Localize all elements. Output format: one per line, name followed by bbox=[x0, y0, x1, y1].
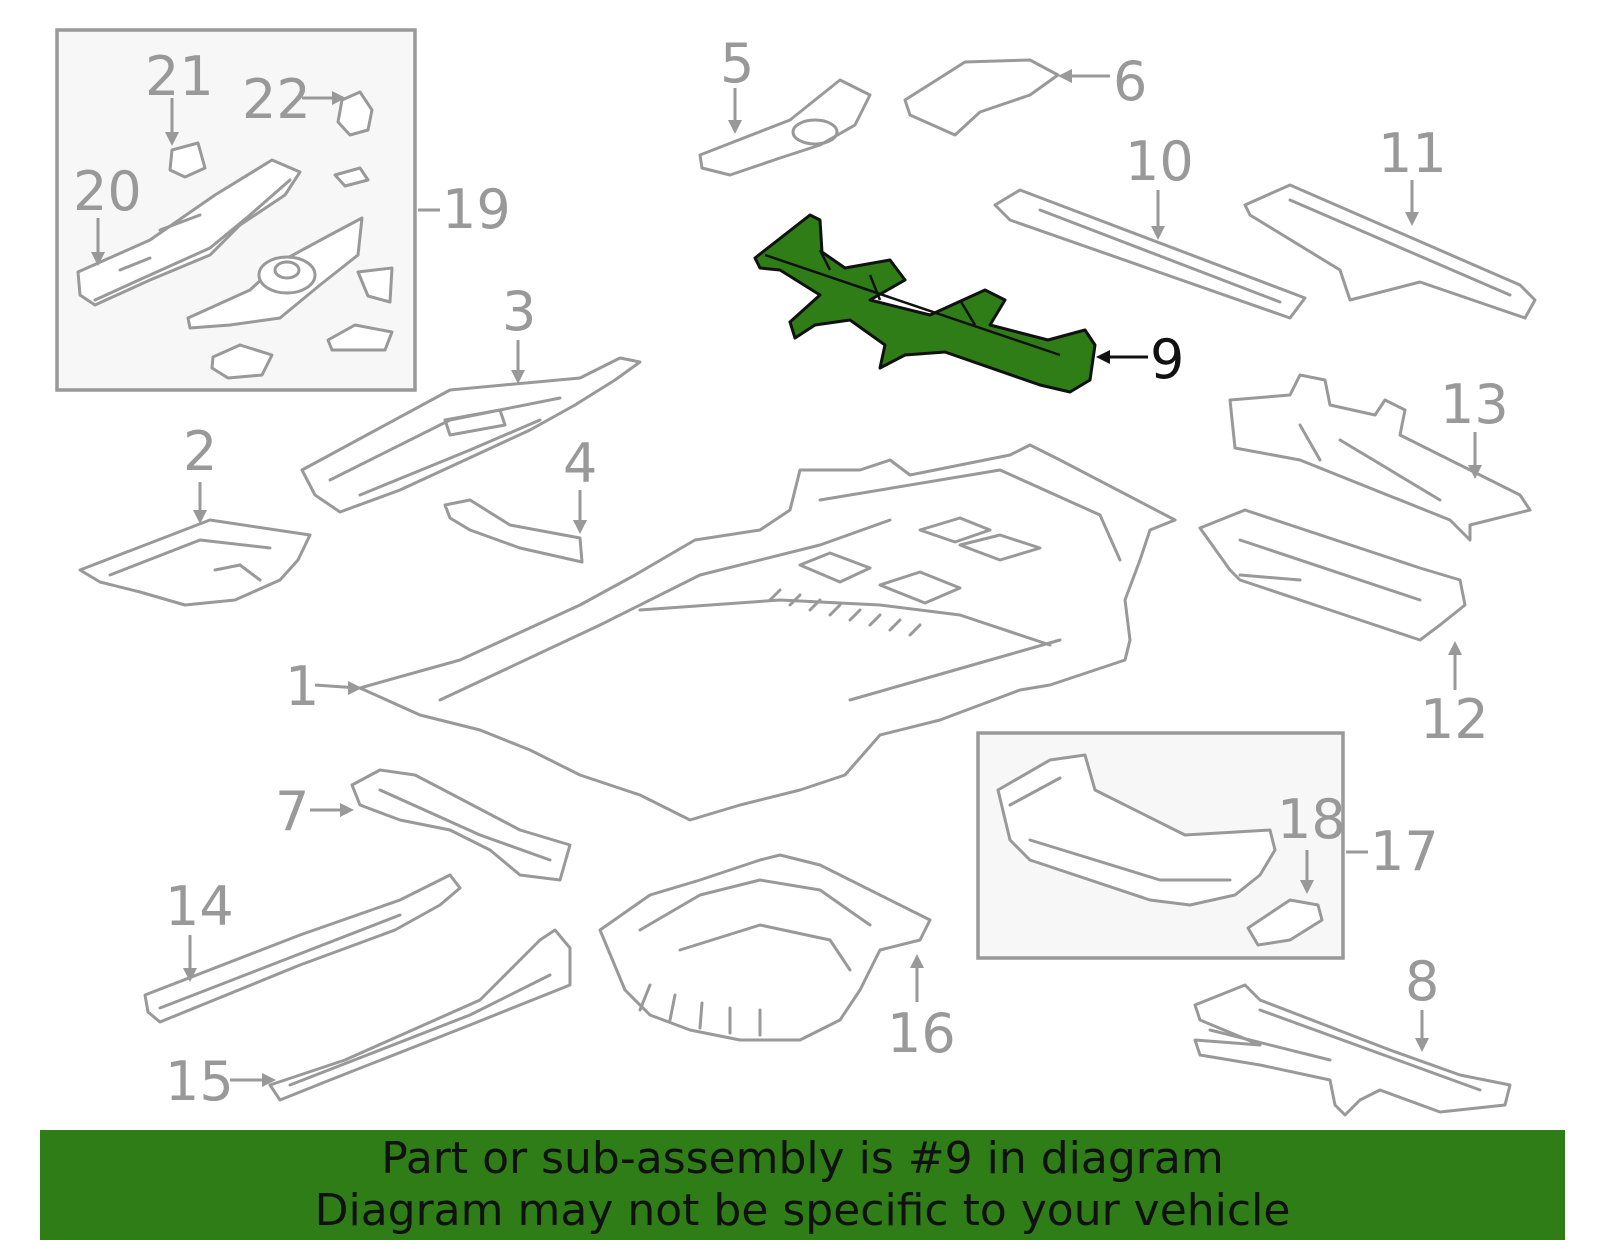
part-1[interactable] bbox=[358, 443, 1177, 822]
part-11[interactable] bbox=[1243, 183, 1537, 320]
part-16[interactable] bbox=[598, 853, 932, 1042]
callout-21: 21 bbox=[145, 45, 214, 108]
leader-arrowhead-9 bbox=[1096, 350, 1110, 364]
part-7[interactable] bbox=[350, 768, 572, 882]
callout-11: 11 bbox=[1378, 122, 1447, 185]
part-18[interactable] bbox=[1246, 898, 1324, 947]
leader-arrowheads bbox=[91, 69, 1482, 1087]
part-6[interactable] bbox=[903, 58, 1060, 137]
part-4[interactable] bbox=[443, 498, 584, 564]
part-19-gusset bbox=[356, 266, 394, 304]
part-19-strut-tower bbox=[186, 216, 364, 330]
callout-6: 6 bbox=[1113, 50, 1147, 113]
part-20[interactable] bbox=[76, 158, 302, 307]
part-12[interactable] bbox=[1198, 508, 1467, 642]
callout-22: 22 bbox=[242, 68, 311, 131]
callout-7: 7 bbox=[275, 780, 309, 843]
callout-17: 17 bbox=[1370, 820, 1439, 883]
callout-20: 20 bbox=[73, 160, 142, 223]
part-15[interactable] bbox=[268, 928, 572, 1102]
callout-15: 15 bbox=[165, 1050, 234, 1113]
part-info-banner: Part or sub-assembly is #9 in diagram Di… bbox=[40, 1130, 1565, 1240]
part-5[interactable] bbox=[698, 78, 872, 177]
callout-8: 8 bbox=[1405, 950, 1439, 1013]
callout-18: 18 bbox=[1277, 788, 1346, 851]
callout-19: 19 bbox=[442, 178, 511, 241]
part-13[interactable] bbox=[1228, 373, 1532, 542]
part-9-highlighted[interactable] bbox=[753, 213, 1097, 394]
part-21[interactable] bbox=[168, 141, 207, 179]
callout-10: 10 bbox=[1125, 130, 1194, 193]
part-22[interactable] bbox=[336, 90, 374, 137]
banner-line-1: Part or sub-assembly is #9 in diagram bbox=[381, 1133, 1224, 1184]
part-10[interactable] bbox=[993, 188, 1307, 320]
callout-12: 12 bbox=[1420, 688, 1489, 751]
part-3[interactable] bbox=[300, 356, 642, 514]
callout-2: 2 bbox=[183, 420, 217, 483]
callout-9: 9 bbox=[1150, 328, 1184, 391]
callout-4: 4 bbox=[563, 432, 597, 495]
part-2[interactable] bbox=[78, 518, 312, 607]
callout-13: 13 bbox=[1440, 373, 1509, 436]
part-8[interactable] bbox=[1193, 983, 1512, 1117]
part-17-tray[interactable] bbox=[996, 753, 1277, 907]
callout-14: 14 bbox=[165, 875, 234, 938]
banner-line-2: Diagram may not be specific to your vehi… bbox=[314, 1185, 1291, 1236]
callout-1: 1 bbox=[285, 655, 319, 718]
callout-16: 16 bbox=[887, 1002, 956, 1065]
callout-5: 5 bbox=[720, 32, 754, 95]
part-19-bracket bbox=[333, 166, 370, 188]
part-14[interactable] bbox=[143, 873, 462, 1024]
callout-3: 3 bbox=[502, 280, 536, 343]
part-19-cup bbox=[210, 343, 274, 380]
part-19-plate bbox=[326, 323, 394, 352]
